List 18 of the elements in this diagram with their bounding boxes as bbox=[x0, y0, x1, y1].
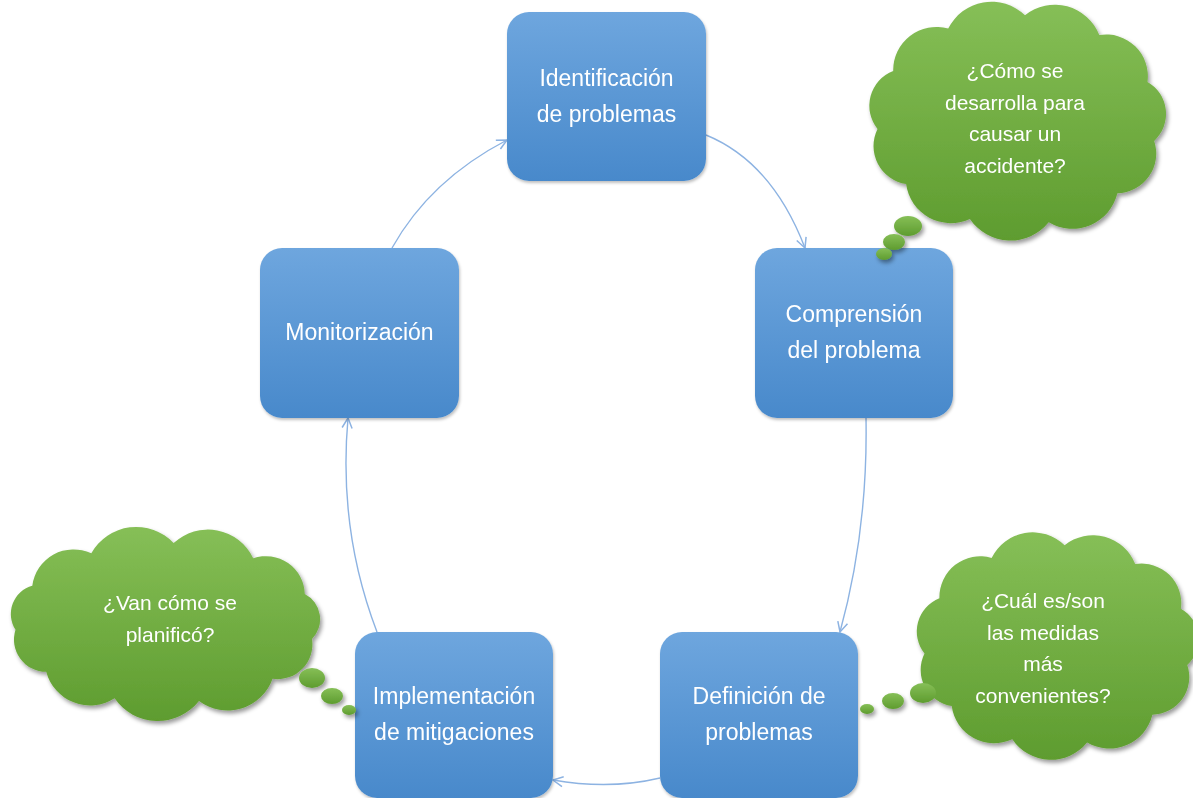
curved-arrow bbox=[341, 417, 378, 633]
process-box bbox=[755, 248, 953, 418]
process-box bbox=[507, 12, 706, 181]
process-box bbox=[660, 632, 858, 798]
curved-arrow bbox=[836, 417, 867, 633]
box-label: Implementación de mitigaciones bbox=[372, 682, 536, 747]
curved-arrow bbox=[391, 139, 508, 249]
process-box bbox=[355, 632, 553, 798]
curved-arrow bbox=[552, 775, 661, 788]
box-label: Monitorización bbox=[285, 318, 434, 348]
box-label: Definición de problemas bbox=[691, 682, 827, 747]
process-box bbox=[260, 248, 459, 418]
cloud-text: ¿Van cómo se planificó? bbox=[102, 589, 238, 648]
box-label: Comprensión del problema bbox=[784, 300, 924, 365]
cloud-text: ¿Cuál es/son las medidas más convenientes? bbox=[974, 588, 1112, 709]
box-label: Identificación de problemas bbox=[535, 63, 678, 129]
cloud-text: ¿Cómo se desarrolla para causar un accidente? bbox=[943, 58, 1087, 179]
curved-arrow bbox=[705, 134, 807, 249]
